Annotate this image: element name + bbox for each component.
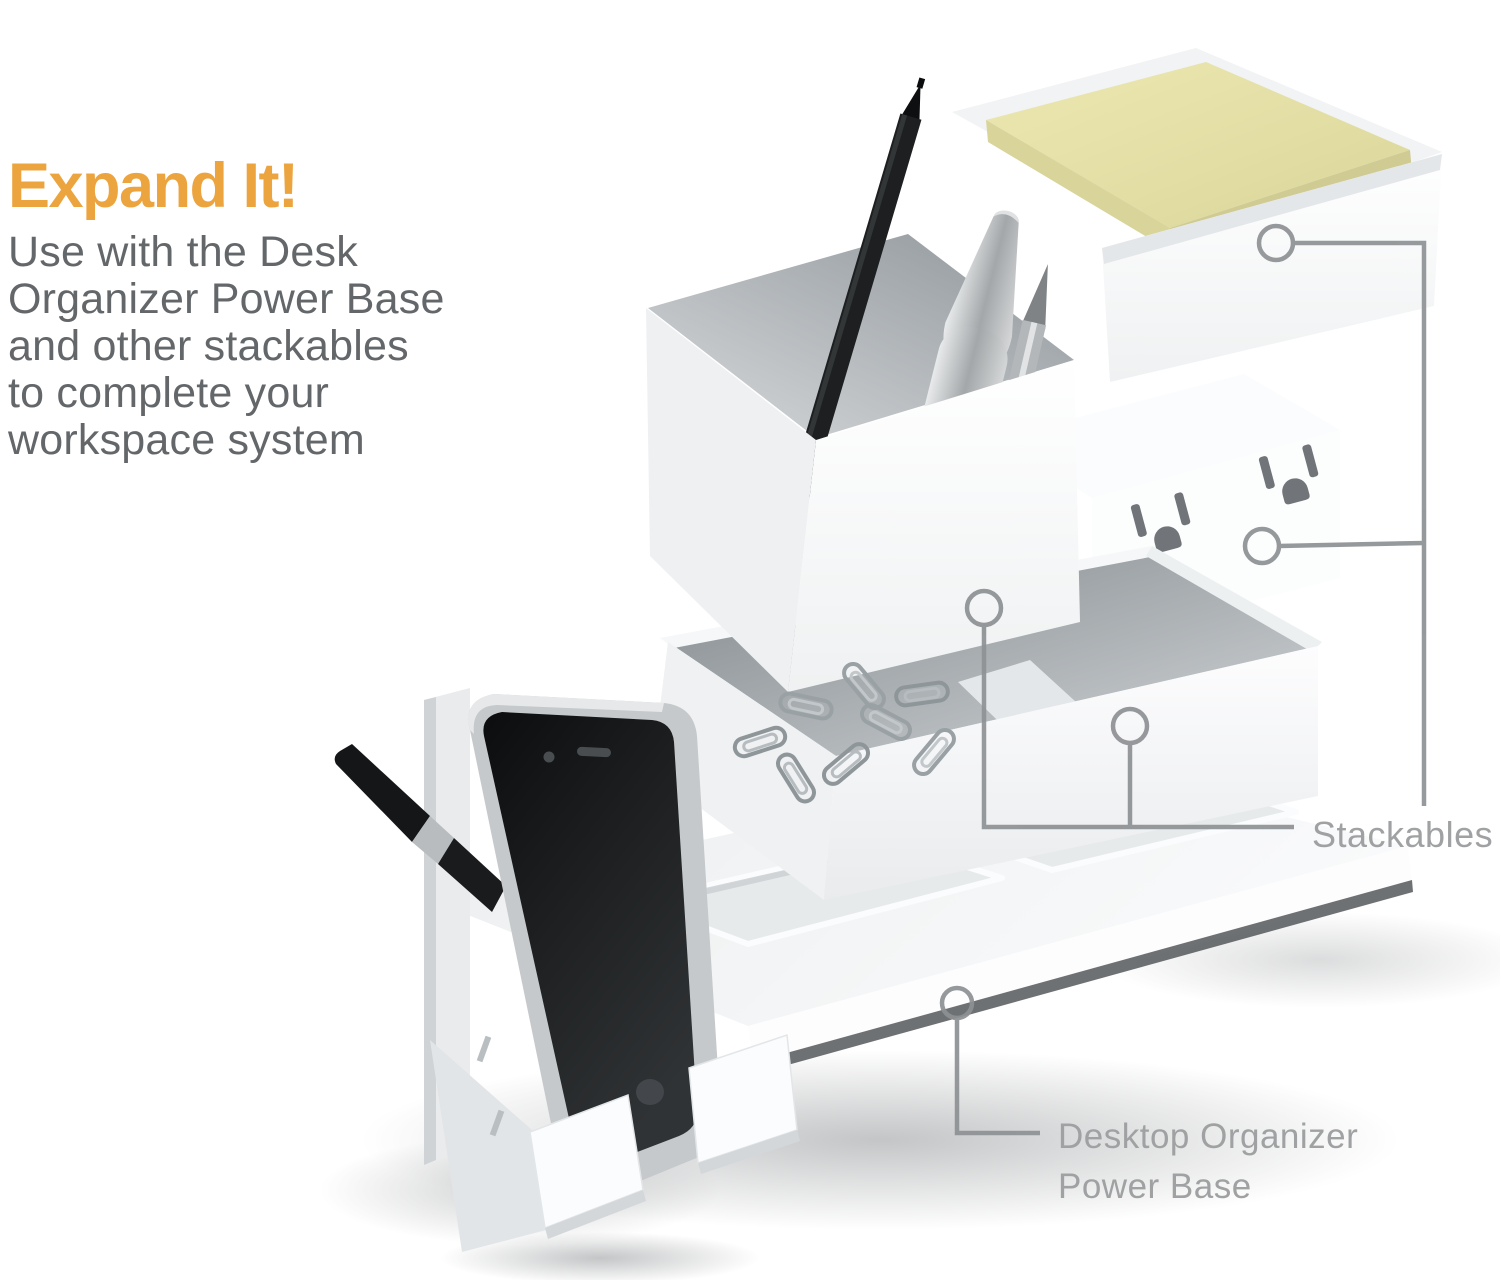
base-front-face	[748, 846, 1412, 1066]
paper-clip	[912, 727, 956, 777]
intro-line: to complete your	[8, 369, 330, 417]
pen-cup-front-face	[788, 360, 1080, 692]
intro-line: and other stackables	[8, 322, 409, 370]
tray-front-face	[824, 646, 1318, 900]
paper-clip	[778, 691, 834, 721]
phone-home-button	[636, 1079, 664, 1105]
paper-clip	[821, 742, 871, 786]
intro-line: workspace system	[8, 416, 365, 464]
sticky-notes-edge-left	[986, 120, 1172, 252]
phone-speaker	[577, 746, 611, 758]
intro-line: Use with the Desk	[8, 228, 358, 276]
base-bottom-edge	[754, 880, 1413, 1074]
power-base-label-line1: Desktop Organizer	[1058, 1117, 1359, 1156]
phone-camera-icon	[543, 751, 555, 763]
tray-left-face	[652, 642, 836, 900]
tray-right-rim	[1146, 546, 1322, 652]
power-outlet	[1130, 492, 1191, 553]
phone-stand	[424, 688, 546, 1252]
sticky-note-holder	[952, 48, 1442, 382]
power-base-label-line2: Power Base	[1058, 1167, 1252, 1206]
sticky-box-front-face	[1102, 154, 1442, 382]
paper-clip	[859, 703, 913, 741]
paper-clip	[842, 661, 886, 711]
intro-paragraph: Use with the Desk Organizer Power Base a…	[8, 229, 445, 464]
outlet-module-top-face	[998, 374, 1340, 498]
page-title: Expand It!	[8, 151, 299, 221]
paper-clip	[732, 725, 788, 759]
intro-line: Organizer Power Base	[8, 275, 445, 323]
pen-cup	[646, 77, 1080, 692]
paper-clip	[894, 680, 950, 708]
desk-pen	[334, 744, 506, 912]
power-outlet	[1258, 444, 1319, 505]
sticky-box-front-shadow	[1102, 154, 1442, 264]
phone-screen	[483, 712, 698, 1168]
pen-cup-left-face	[646, 308, 816, 692]
smartphone	[468, 694, 722, 1200]
sticky-notes-top	[986, 62, 1410, 228]
stackables-label: Stackables	[1312, 814, 1494, 855]
phone-retainer-tabs	[529, 1033, 800, 1239]
paper-clips	[732, 661, 956, 804]
callout-lines	[939, 223, 1427, 1136]
black-pen	[786, 77, 926, 504]
